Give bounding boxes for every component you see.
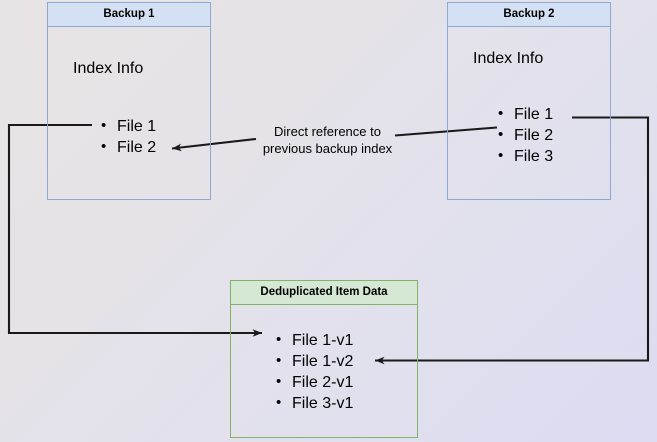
node-backup-1[interactable]: Backup 1 xyxy=(47,2,211,200)
backup-2-file-list: File 1 File 2 File 3 xyxy=(498,103,553,167)
list-item: File 2 xyxy=(101,136,156,158)
list-item: File 1 xyxy=(101,115,156,137)
edge-label-direct-reference: Direct reference to previous backup inde… xyxy=(262,124,393,156)
node-deduplicated-item-data[interactable]: Deduplicated Item Data xyxy=(230,280,418,438)
list-item: File 2 xyxy=(498,124,553,146)
backup-1-index-info-label: Index Info xyxy=(73,60,144,77)
backup-1-file-list: File 1 File 2 xyxy=(101,115,156,158)
node-backup-2-header: Backup 2 xyxy=(448,3,610,27)
list-item: File 1 xyxy=(498,103,553,125)
list-item: File 1-v1 xyxy=(276,329,353,351)
list-item: File 3 xyxy=(498,145,553,167)
list-item: File 3-v1 xyxy=(276,392,353,414)
backup-2-index-info-label: Index Info xyxy=(473,50,544,67)
dedup-file-list: File 1-v1 File 1-v2 File 2-v1 File 3-v1 xyxy=(276,329,353,414)
node-backup-1-header: Backup 1 xyxy=(48,3,210,27)
node-deduplicated-item-data-header: Deduplicated Item Data xyxy=(231,281,417,305)
list-item: File 2-v1 xyxy=(276,371,353,393)
list-item: File 1-v2 xyxy=(276,350,353,372)
node-backup-2[interactable]: Backup 2 xyxy=(447,2,611,200)
